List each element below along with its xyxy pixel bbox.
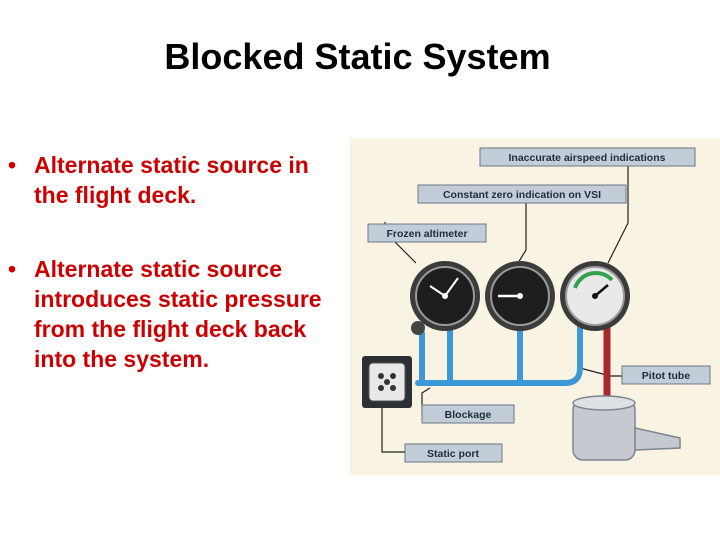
svg-text:Static port: Static port	[427, 448, 479, 460]
svg-text:Pitot tube: Pitot tube	[642, 370, 691, 382]
label-frozen-altimeter: Frozen altimeter	[367, 223, 487, 243]
vsi-gauge	[485, 261, 555, 331]
static-port-block	[362, 356, 412, 408]
altimeter-gauge	[410, 261, 480, 335]
bullet-alternate-source: Alternate static source in the flight de…	[8, 150, 348, 210]
airspeed-gauge	[560, 261, 630, 331]
label-static-port: Static port	[404, 443, 503, 463]
label-pitot-tube: Pitot tube	[621, 365, 711, 385]
slide-title: Blocked Static System	[164, 36, 551, 77]
svg-text:Constant zero indication on VS: Constant zero indication on VSI	[443, 189, 601, 201]
bullet-list: Alternate static source in the flight de…	[8, 150, 348, 418]
label-zero-vsi: Constant zero indication on VSI	[417, 184, 627, 204]
svg-text:Inaccurate airspeed indication: Inaccurate airspeed indications	[509, 152, 666, 164]
svg-text:Frozen altimeter: Frozen altimeter	[386, 228, 467, 240]
pitot-tube-assembly	[572, 395, 681, 461]
label-blockage: Blockage	[421, 404, 515, 424]
blocked-static-system-diagram: Inaccurate airspeed indications Constant…	[350, 138, 720, 475]
label-inaccurate-airspeed: Inaccurate airspeed indications	[479, 147, 696, 167]
bullet-static-pressure: Alternate static source introduces stati…	[8, 254, 348, 374]
svg-text:Blockage: Blockage	[445, 409, 492, 421]
